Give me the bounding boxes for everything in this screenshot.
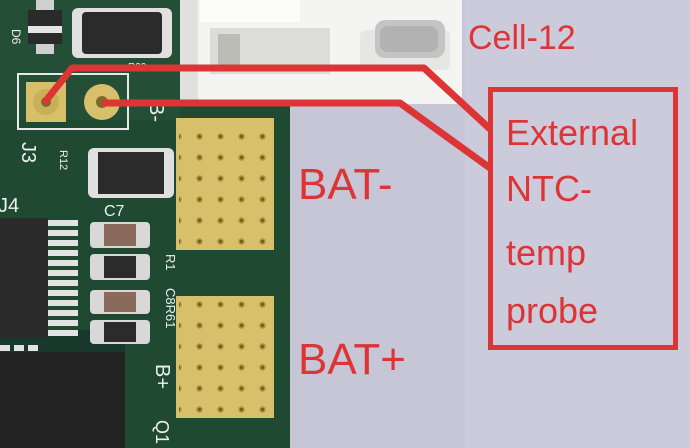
lower-component (0, 352, 125, 448)
capacitor-c7 (90, 222, 150, 248)
callout-wire-2 (102, 99, 493, 171)
resistor-r61 (90, 320, 150, 344)
silk-c7: C7 (104, 203, 125, 220)
white-connector (180, 0, 462, 104)
smd-resistor-top (72, 8, 172, 58)
ntc-callout-box (488, 87, 678, 350)
callout-line-external: External (506, 112, 639, 153)
resistor-r1 (90, 254, 150, 280)
capacitor-c8 (90, 290, 150, 314)
silk-d6: D6 (9, 29, 23, 45)
silk-j3: J3 (17, 142, 39, 163)
bat-plus-label: BAT+ (298, 335, 407, 384)
silk-c8r61: C8R61 (163, 288, 178, 328)
background-right (465, 0, 690, 448)
silk-b-minus: B- (145, 102, 167, 122)
cell-12-label: Cell-12 (468, 19, 576, 57)
silk-b-plus: B+ (151, 364, 173, 389)
silk-q1: Q1 (152, 420, 172, 444)
callout-wire-1 (41, 64, 493, 132)
bat-plus-pad (176, 296, 274, 418)
callout-line-ntc: NTC- (506, 168, 592, 209)
ic-chip (0, 218, 78, 351)
diode-d6 (28, 0, 62, 54)
bat-minus-label: BAT- (298, 160, 393, 209)
silk-j4: J4 (0, 195, 19, 217)
resistor-r12 (88, 148, 174, 198)
bat-minus-pad (176, 118, 274, 250)
silk-r1: R1 (163, 254, 178, 271)
callout-line-temp: temp (506, 232, 587, 273)
silk-r12: R12 (57, 150, 69, 170)
callout-line-probe: probe (506, 290, 599, 331)
